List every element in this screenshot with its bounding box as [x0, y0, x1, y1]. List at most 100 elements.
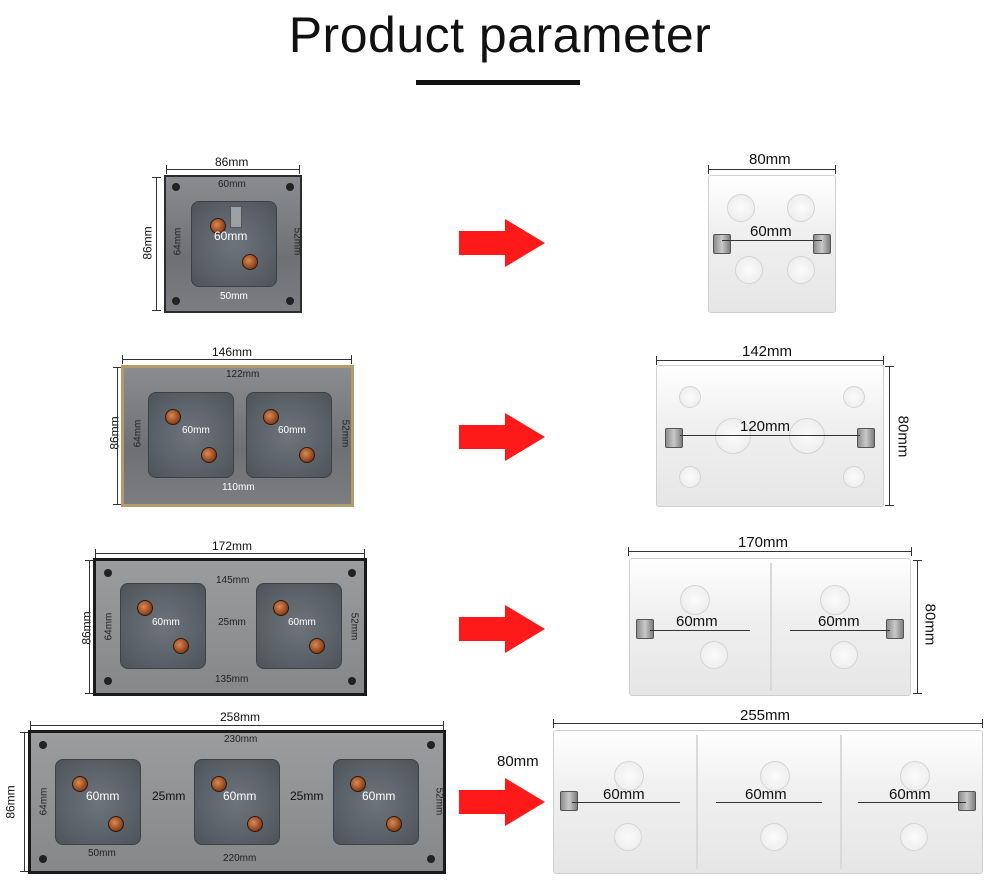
panel-4-gap-b: 25mm — [290, 789, 324, 803]
panel-1-bottom: 50mm — [220, 291, 248, 302]
socket-pin — [247, 816, 263, 832]
panel-2-socket-b — [246, 392, 332, 478]
socket-pin — [210, 218, 226, 234]
box-3-height-line — [913, 560, 922, 694]
box-knockout — [789, 418, 825, 454]
socket-pin — [108, 816, 124, 832]
box-3-width-label: 170mm — [738, 534, 789, 551]
box-2-width-label: 142mm — [742, 343, 793, 360]
box-bracket — [813, 234, 831, 254]
box-3-center-line-a — [650, 630, 750, 631]
box-1-center: 60mm — [750, 223, 792, 240]
box-bracket — [560, 791, 578, 811]
box-3-center-line-b — [790, 630, 890, 631]
panel-4-inner-left: 64mm — [38, 787, 50, 816]
panel-1-inner-left: 64mm — [172, 227, 184, 256]
socket-pin — [386, 816, 402, 832]
panel-1-screw — [172, 297, 180, 305]
box-4-width-label: 255mm — [740, 707, 791, 724]
socket-pin — [299, 447, 315, 463]
panel-3-height-line — [85, 560, 94, 694]
box-knockout — [843, 386, 865, 408]
box-1-center-line — [722, 240, 822, 241]
panel-4-center-c: 60mm — [362, 789, 396, 803]
box-bracket — [636, 619, 654, 639]
box-knockout — [680, 585, 710, 615]
box-knockout — [900, 761, 930, 791]
panel-1-width-label: 86mm — [215, 155, 249, 169]
panel-1-socket — [191, 201, 277, 287]
box-2 — [656, 365, 884, 507]
panel-1-screw — [172, 183, 180, 191]
box-divider — [840, 735, 842, 869]
panel-1-center: 60mm — [214, 229, 248, 243]
panel-2-width-line — [122, 355, 352, 364]
panel-4-screw — [39, 741, 47, 749]
socket-pin — [211, 776, 227, 792]
panel-4-width-line — [30, 721, 444, 730]
panel-4-center-a: 60mm — [86, 789, 120, 803]
box-2-height-label: 80mm — [894, 415, 912, 458]
panel-3-gap: 25mm — [218, 617, 246, 628]
page-title: Product parameter — [288, 7, 712, 63]
box-knockout — [760, 761, 790, 791]
box-3-width-line — [628, 547, 912, 556]
panel-4-screw — [39, 855, 47, 863]
panel-3-width-label: 172mm — [212, 539, 253, 553]
box-knockout — [614, 761, 644, 791]
panel-1-screw — [286, 183, 294, 191]
arrow-right-icon — [459, 413, 545, 461]
arrow-shape — [459, 605, 545, 653]
box-3-center-b: 60mm — [818, 613, 860, 630]
socket-pin — [309, 638, 325, 654]
box-4-center-b: 60mm — [745, 786, 787, 803]
panel-3-plate — [93, 558, 367, 696]
socket-pin — [350, 776, 366, 792]
arrow-right-icon — [459, 778, 545, 826]
panel-4-inner-right: 52mm — [433, 787, 445, 816]
panel-3-inner-right: 52mm — [348, 612, 360, 641]
arrow-shape — [459, 778, 545, 826]
socket-pin — [273, 600, 289, 616]
box-bracket — [886, 619, 904, 639]
box-knockout — [700, 641, 728, 669]
socket-clip — [230, 206, 242, 228]
panel-1-plate — [164, 175, 302, 313]
box-3-center-a: 60mm — [676, 613, 718, 630]
socket-pin — [72, 776, 88, 792]
box-4-center-a: 60mm — [603, 786, 645, 803]
box-3 — [629, 558, 911, 696]
panel-4-socket-a — [55, 759, 141, 845]
panel-3-screw — [348, 569, 356, 577]
panel-2-bottom: 110mm — [222, 482, 255, 493]
box-divider — [770, 563, 772, 691]
panel-3-center-a: 60mm — [152, 617, 180, 628]
panel-3-height-label: 86mm — [79, 611, 94, 645]
panel-3-screw — [348, 677, 356, 685]
box-knockout — [614, 823, 642, 851]
panel-2-inner-top: 122mm — [226, 369, 260, 380]
panel-1-height-label: 86mm — [140, 226, 155, 260]
panel-3-inner-left: 64mm — [103, 612, 115, 641]
panel-4-height-line — [20, 732, 29, 872]
panel-4-plate — [28, 730, 446, 874]
box-knockout — [727, 194, 755, 222]
box-divider — [696, 735, 698, 869]
box-knockout — [760, 823, 788, 851]
panel-3-inner-top: 145mm — [216, 575, 250, 586]
panel-4-inner-top: 230mm — [224, 734, 258, 745]
box-knockout — [679, 386, 701, 408]
box-4-center-line-a — [572, 802, 680, 803]
box-knockout — [843, 466, 865, 488]
socket-pin — [173, 638, 189, 654]
panel-1-inner-right: 52mm — [291, 227, 303, 256]
box-2-center: 120mm — [740, 418, 791, 435]
panel-1-screw — [286, 297, 294, 305]
arrow-right-icon — [459, 605, 545, 653]
panel-4-socket-c — [333, 759, 419, 845]
box-knockout — [679, 466, 701, 488]
box-4-center-c: 60mm — [889, 786, 931, 803]
arrow-shape — [459, 413, 545, 461]
panel-2-center-a: 60mm — [182, 425, 210, 436]
box-knockout — [787, 194, 815, 222]
